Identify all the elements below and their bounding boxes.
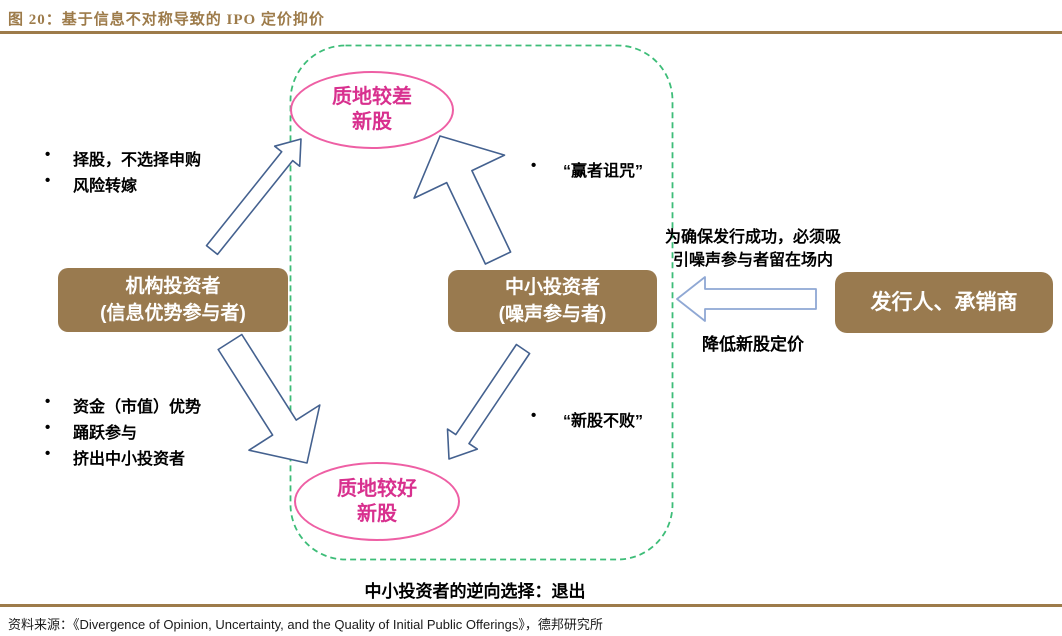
bullet-text: 资金（市值）优势 [73,399,202,416]
node-institutional-investors: 机构投资者 (信息优势参与者) [58,268,288,332]
node-good-quality-ipo: 质地较好 新股 [294,462,460,541]
ensure-issuance-note: 为确保发行成功，必须吸 引噪声参与者留在场内 [633,226,873,272]
arrow-institutional-to-poor-ipo [205,138,302,256]
bullet-dot-icon [531,157,563,181]
winners-curse-text: “赢者诅咒” [563,163,644,180]
institutional-line2: (信息优势参与者) [100,303,246,324]
source-paper-title: Divergence of Opinion, Uncertainty, and … [79,617,519,632]
figure-title: 图 20：基于信息不对称导致的 IPO 定价抑价 [8,12,325,28]
ensure-line2: 引噪声参与者留在场内 [672,252,833,269]
bullet-text: 踊跃参与 [73,425,138,442]
bullet-dot-icon [531,407,563,431]
source-line: 资料来源：《Divergence of Opinion, Uncertainty… [8,614,603,633]
bullet-dot-icon [45,393,73,410]
poor-quality-line1: 质地较差 [332,86,412,108]
bullet-dot-icon [45,419,73,436]
bullet-item: 风险转嫁 [45,172,201,198]
arrow-institutional-to-good-ipo [217,333,321,464]
winners-curse-bullet: “赢者诅咒” [531,157,643,181]
bullet-item: 资金（市值）优势 [45,393,201,419]
arrow-issuer-to-retail [676,276,817,322]
bullet-dot-icon [45,172,73,189]
bullet-item: 择股，不选择申购 [45,146,201,172]
bullet-dot-icon [45,445,73,462]
new-stock-never-fails-text: “新股不败” [563,413,644,430]
good-quality-line1: 质地较好 [337,477,417,500]
top-divider [0,31,1062,34]
ensure-line1: 为确保发行成功，必须吸 [664,229,841,246]
poor-quality-line2: 新股 [352,111,392,133]
bullet-text: 风险转嫁 [73,178,138,195]
arrow-retail-to-good-ipo [446,343,531,460]
source-suffix: 》，德邦研究所 [518,617,603,632]
node-retail-investors: 中小投资者 (噪声参与者) [448,270,657,332]
institutional-top-bullets: 择股，不选择申购 风险转嫁 [45,146,201,198]
bullet-dot-icon [45,146,73,163]
node-poor-quality-ipo: 质地较差 新股 [290,71,454,149]
adverse-selection-caption: 中小投资者的逆向选择：退出 [364,582,586,601]
bullet-text: 挤出中小投资者 [73,451,186,468]
institutional-bottom-bullets: 资金（市值）优势 踊跃参与 挤出中小投资者 [45,393,201,471]
issuer-label: 发行人、承销商 [870,291,1018,314]
lower-pricing-label: 降低新股定价 [702,335,804,354]
retail-line1: 中小投资者 [504,277,600,298]
arrow-retail-to-poor-ipo [413,135,512,265]
source-prefix: 资料来源：《 [8,617,80,632]
node-issuer-underwriter: 发行人、承销商 [835,272,1053,333]
retail-line2: (噪声参与者) [498,304,607,325]
bullet-text: 择股，不选择申购 [73,152,202,169]
bullet-item: 挤出中小投资者 [45,445,201,471]
good-quality-line2: 新股 [357,502,397,525]
bottom-divider [0,604,1062,607]
bullet-item: 踊跃参与 [45,419,201,445]
institutional-line1: 机构投资者 [125,276,221,297]
new-stock-never-fails-bullet: “新股不败” [531,407,643,431]
